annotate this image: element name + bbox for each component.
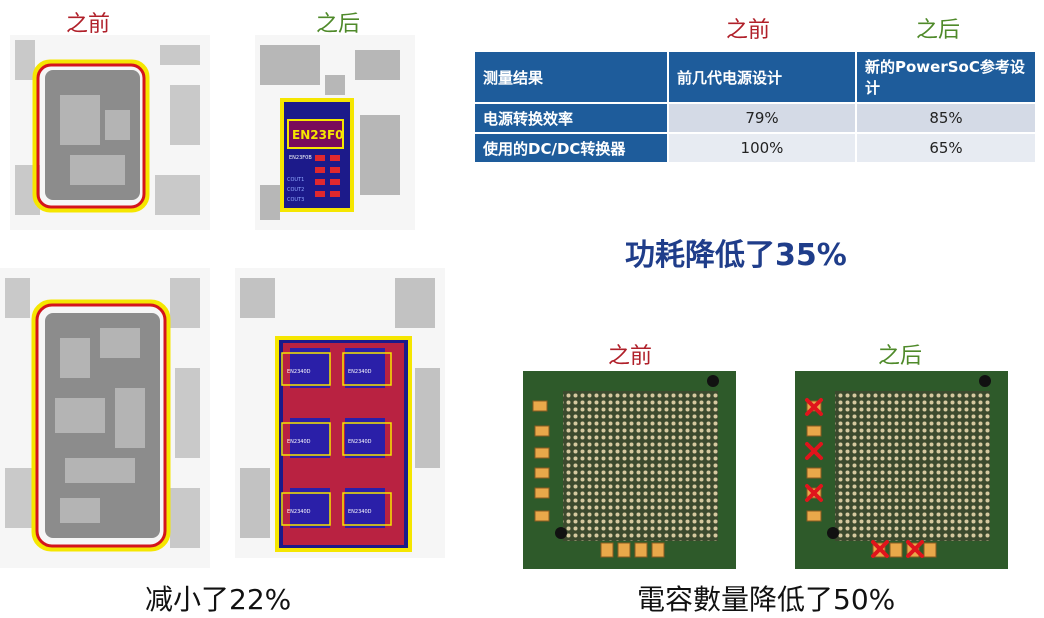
before-label-left: 之前 — [65, 12, 110, 37]
row-label-efficiency: 电源转换效率 — [475, 104, 667, 132]
pcb-before-large-image — [0, 268, 210, 568]
chip-grid-label-1: EN2340D — [287, 369, 311, 375]
converters-after: 65% — [857, 134, 1035, 162]
efficiency-after: 85% — [857, 104, 1035, 132]
capacitor-before-image — [523, 371, 736, 569]
chip-grid-label-4: EN2340D — [348, 439, 372, 445]
chip-grid-label-6: EN2340D — [348, 509, 372, 515]
cout-label-3: COUT3 — [287, 197, 304, 203]
col-header-measurement: 测量结果 — [475, 52, 667, 102]
pcb-after-large-image: EN2340D EN2340D EN2340D EN2340D EN2340D … — [235, 268, 445, 558]
chip-label-top: EN23F0 — [292, 128, 344, 142]
power-reduction-text: 功耗降低了35% — [625, 238, 847, 273]
size-reduction-caption: 减小了22% — [145, 583, 292, 616]
col-header-new: 新的PowerSoC参考设计 — [857, 52, 1035, 102]
capacitor-reduction-caption: 電容數量降低了50% — [637, 583, 896, 616]
converters-before: 100% — [669, 134, 855, 162]
pcb-after-small-image: EN23F0 EN23F0B COUT1 COUT2 COUT3 — [255, 35, 415, 230]
row-label-converters: 使用的DC/DC转换器 — [475, 134, 667, 162]
table-row: 电源转换效率 79% 85% — [475, 104, 1035, 132]
col-header-previous: 前几代电源设计 — [669, 52, 855, 102]
chip-grid-label-3: EN2340D — [287, 439, 311, 445]
cout-label-1: COUT1 — [287, 177, 304, 183]
removed-capacitor-x-icons — [805, 398, 924, 558]
table-row: 使用的DC/DC转换器 100% 65% — [475, 134, 1035, 162]
pcb-before-small-image — [10, 35, 210, 230]
cout-label-2: COUT2 — [287, 187, 304, 193]
table-before-label: 之前 — [725, 18, 770, 43]
chip-grid-label-5: EN2340D — [287, 509, 311, 515]
after-label-left: 之后 — [315, 12, 360, 37]
cap-after-label: 之后 — [877, 344, 922, 369]
chip-small-label: EN23F0B — [289, 155, 312, 161]
chip-grid-label-2: EN2340D — [348, 369, 372, 375]
cap-before-label: 之前 — [607, 344, 652, 369]
table-after-label: 之后 — [915, 18, 960, 43]
capacitor-after-image — [795, 371, 1008, 569]
efficiency-before: 79% — [669, 104, 855, 132]
results-table: 测量结果 前几代电源设计 新的PowerSoC参考设计 电源转换效率 79% 8… — [473, 50, 1037, 164]
